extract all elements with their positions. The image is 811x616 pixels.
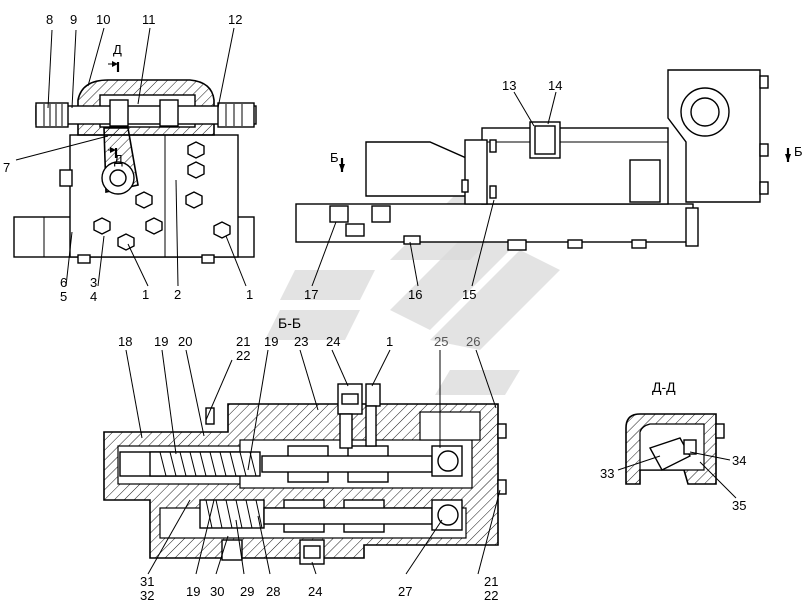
callout: 15: [462, 287, 476, 302]
cut-marker-d: Д: [113, 42, 122, 57]
callout: 31: [140, 574, 154, 589]
callouts-view2: 13 14 17 16 15: [304, 78, 562, 302]
callout: 14: [548, 78, 562, 93]
callout: 22: [484, 588, 498, 603]
cut-marker-b-right: Б: [794, 144, 803, 159]
callouts-view1: 8 9 10 11 12 7 6 5 3 4 1 2 1: [3, 12, 253, 304]
callout: 9: [70, 12, 77, 27]
callout: 20: [178, 334, 192, 349]
callout: 21: [236, 334, 250, 349]
callout: 11: [142, 12, 156, 27]
callout: 30: [210, 584, 224, 599]
callout: 32: [140, 588, 154, 603]
callout: 16: [408, 287, 422, 302]
callout: 3: [90, 275, 97, 290]
front-view: [13, 61, 257, 264]
callout: 1: [246, 287, 253, 302]
leaders-view1: [15, 27, 247, 287]
callout: 1: [386, 334, 393, 349]
callout: 33: [600, 466, 614, 481]
callout: 7: [3, 160, 10, 175]
callout: 5: [60, 289, 67, 304]
callout: 17: [304, 287, 318, 302]
callout: 19: [154, 334, 168, 349]
callout: 27: [398, 584, 412, 599]
callouts-dd: 33 34 35: [600, 453, 746, 513]
callout: 26: [466, 334, 480, 349]
callout: 25: [434, 334, 448, 349]
callout: 35: [732, 498, 746, 513]
plan-view: [295, 69, 791, 251]
leaders-bb: [125, 349, 501, 575]
callout: 24: [308, 584, 322, 599]
cut-marker-b-left: Б: [330, 150, 339, 165]
callouts-bb: 18 19 20 21 22 19 23 24 1 25 26 31 32 19…: [118, 334, 498, 603]
callout: 18: [118, 334, 132, 349]
callout: 6: [60, 275, 67, 290]
leaders-view2: [311, 91, 557, 287]
callout: 28: [266, 584, 280, 599]
cut-marker-d-lower: Д: [114, 152, 123, 167]
callout: 19: [186, 584, 200, 599]
section-title-dd: Д-Д: [652, 379, 676, 395]
section-title-bb: Б-Б: [278, 315, 301, 331]
callout: 19: [264, 334, 278, 349]
callout: 4: [90, 289, 97, 304]
callout: 29: [240, 584, 254, 599]
section-dd: [625, 413, 725, 485]
callout: 8: [46, 12, 53, 27]
callout: 2: [174, 287, 181, 302]
callout: 34: [732, 453, 746, 468]
callout: 12: [228, 12, 242, 27]
callout: 21: [484, 574, 498, 589]
callout: 23: [294, 334, 308, 349]
callout: 1: [142, 287, 149, 302]
callout: 24: [326, 334, 340, 349]
callout: 13: [502, 78, 516, 93]
section-bb: [103, 383, 507, 565]
callout: 10: [96, 12, 110, 27]
callout: 22: [236, 348, 250, 363]
leaders-dd: [617, 451, 737, 499]
